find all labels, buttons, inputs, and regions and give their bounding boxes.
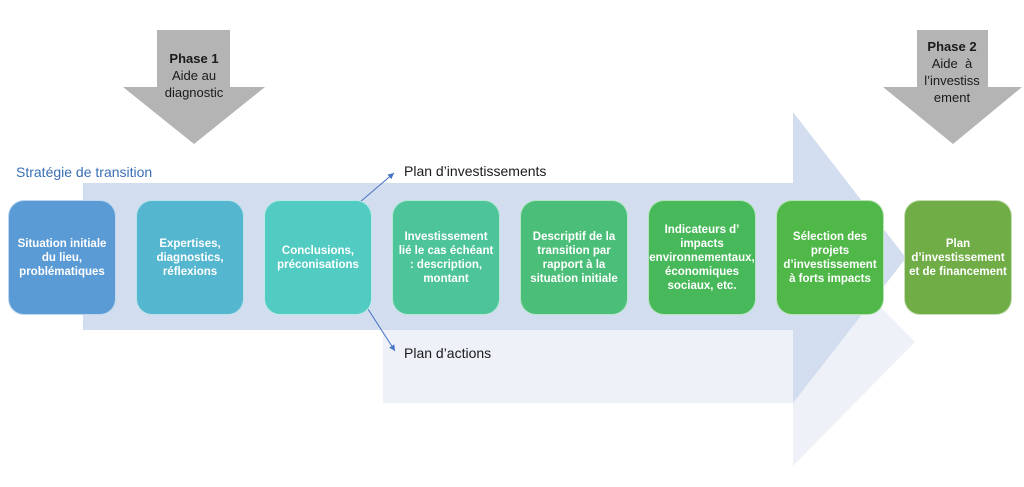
connector-to-plan-investissements (359, 172, 395, 203)
phase2-line: ement (933, 90, 971, 105)
strategy-title: Stratégie de transition (16, 164, 153, 180)
step-label: Sélection des projets d’investissement à… (783, 230, 877, 285)
phase2-title: Phase 2 (927, 39, 977, 54)
step-investissement: Investissement lié le cas échéant : desc… (392, 200, 500, 315)
secondary-arrow (383, 218, 915, 466)
phase2-label: Phase 2 Aide à l’investiss ement (910, 38, 994, 106)
phase1-label: Phase 1 Aide au diagnostic (150, 50, 238, 101)
phase2-line: Aide à (931, 56, 973, 71)
plan-actions-label: Plan d’actions (404, 345, 492, 361)
step-expertises: Expertises, diagnostics, réflexions (136, 200, 244, 315)
step-situation-initiale: Situation initiale du lieu, problématiqu… (8, 200, 116, 315)
phase2-line: l’investiss (924, 73, 980, 88)
step-label: Expertises, diagnostics, réflexions (156, 237, 224, 278)
phase1-arrow (123, 30, 265, 144)
phase1-title: Phase 1 (169, 51, 219, 66)
step-label: Investissement lié le cas échéant : desc… (398, 230, 494, 285)
step-label: Situation initiale du lieu, problématiqu… (17, 237, 107, 278)
connector-to-plan-actions (365, 305, 396, 352)
step-selection: Sélection des projets d’investissement à… (776, 200, 884, 315)
step-label: Conclusions, préconisations (277, 244, 359, 271)
step-plan-financement: Plan d’investissement et de financement (904, 200, 1012, 315)
phase1-line: Aide au (171, 68, 217, 83)
step-label: Indicateurs d’ impacts environnementaux,… (649, 223, 755, 292)
step-conclusions: Conclusions, préconisations (264, 200, 372, 315)
step-indicateurs: Indicateurs d’ impacts environnementaux,… (648, 200, 756, 315)
phase2-arrow (883, 30, 1022, 144)
plan-investissements-label: Plan d’investissements (404, 163, 547, 179)
step-label: Descriptif de la transition par rapport … (530, 230, 618, 285)
phase1-line: diagnostic (164, 85, 224, 100)
step-label: Plan d’investissement et de financement (909, 237, 1007, 278)
step-descriptif: Descriptif de la transition par rapport … (520, 200, 628, 315)
